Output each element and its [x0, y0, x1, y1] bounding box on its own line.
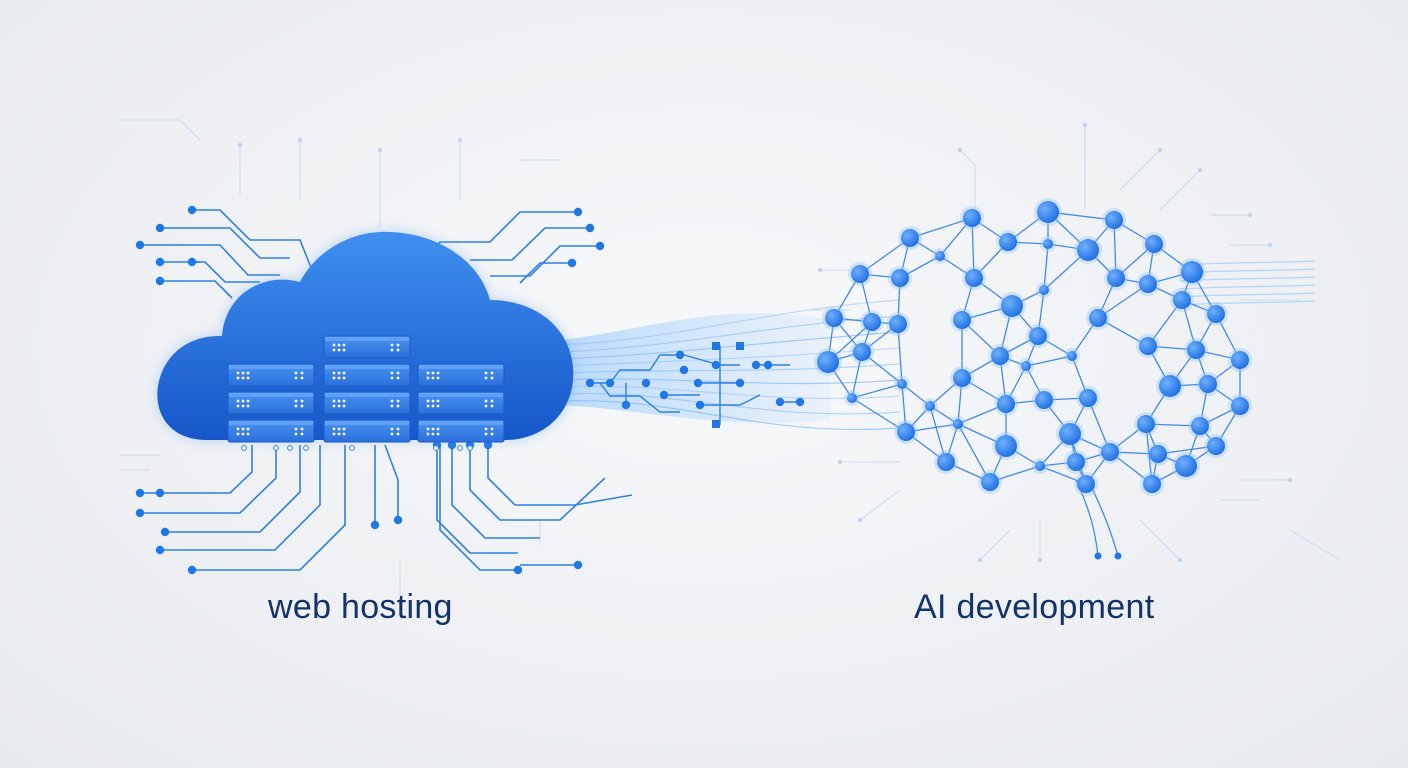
background-traces: [120, 119, 1341, 600]
cloud-circuit-traces: [140, 209, 633, 571]
ai-development-label: AI development: [914, 588, 1155, 626]
neural-brain-icon: [814, 198, 1252, 560]
web-hosting-label: web hosting: [268, 588, 453, 626]
stream-circuit: [585, 342, 805, 428]
cloud-server-icon: [157, 231, 574, 443]
server-racks: [227, 335, 505, 443]
